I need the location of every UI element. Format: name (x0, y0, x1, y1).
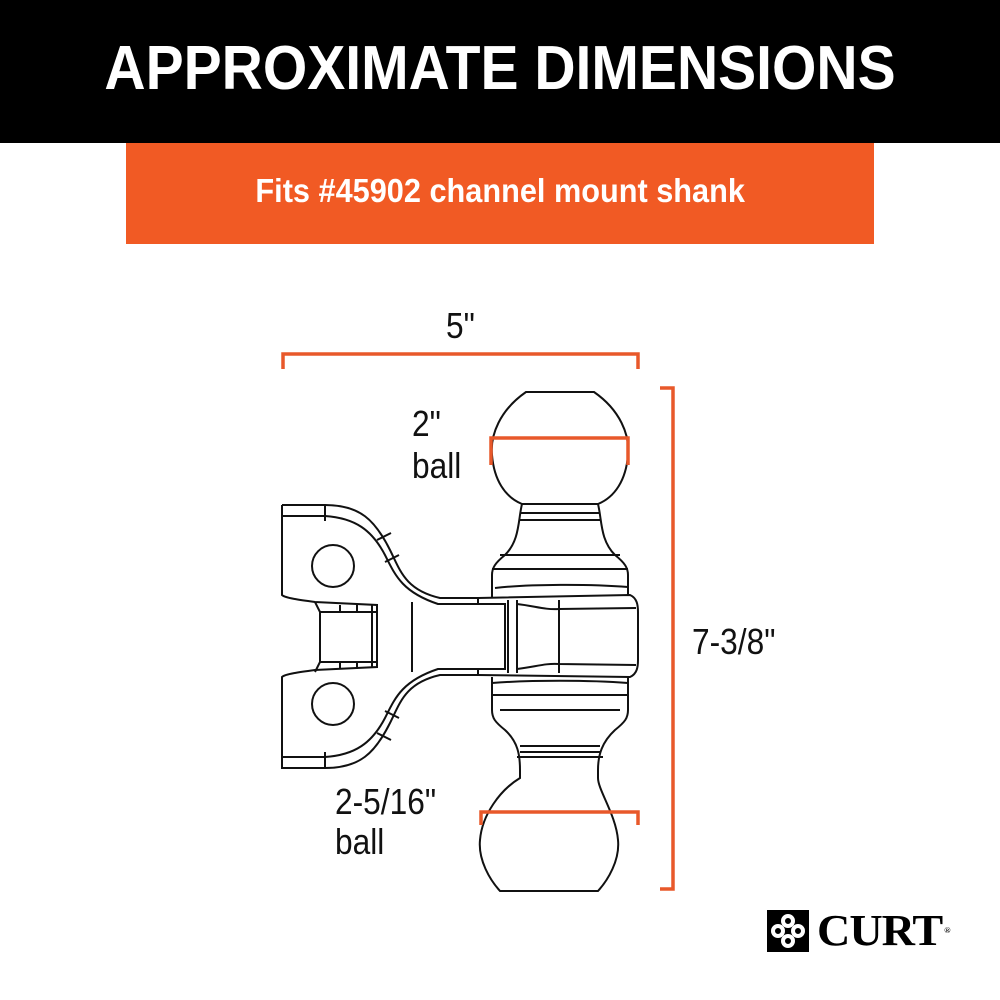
curt-logo: CURT® (767, 909, 950, 953)
curt-logo-icon (767, 910, 809, 952)
subtitle-banner: Fits #45902 channel mount shank (126, 143, 874, 244)
bottom-ball-outline (478, 677, 629, 892)
bottom-ball-size-label: 2-5/16" (335, 781, 437, 822)
channel-mount-outline (281, 504, 639, 769)
top-ball-outline (490, 391, 630, 598)
top-ball-size-label: 2" (412, 403, 441, 444)
bottom-ball-unit-label: ball (335, 821, 385, 862)
ball-diameter-lines (479, 436, 640, 825)
top-ball-unit-label: ball (412, 445, 462, 486)
width-dimension-line (281, 352, 640, 369)
subtitle-text: Fits #45902 channel mount shank (255, 171, 745, 209)
height-label: 7-3/8" (692, 621, 776, 662)
width-label: 5" (446, 305, 475, 346)
header-bar: APPROXIMATE DIMENSIONS (0, 0, 1000, 143)
height-dimension-line (660, 386, 675, 891)
page-title: APPROXIMATE DIMENSIONS (104, 34, 896, 103)
brand-name: CURT® (817, 906, 950, 955)
